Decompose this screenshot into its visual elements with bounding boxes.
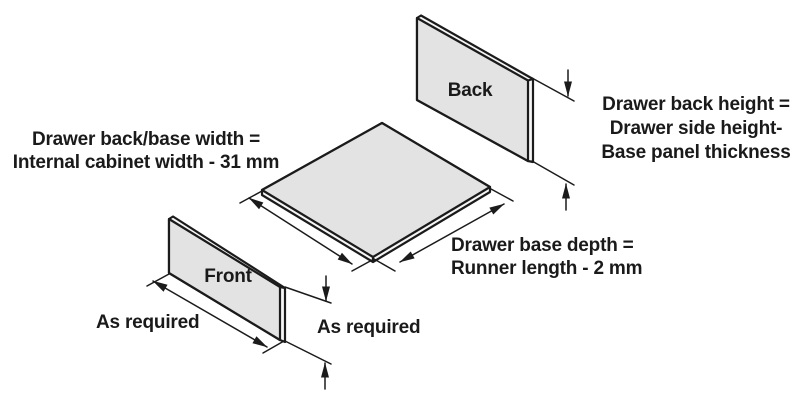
dimension-arrow [248,197,353,265]
extension-line [262,340,285,354]
front-height-note: As required [317,317,421,338]
dimension-arrow [399,203,505,263]
back-height-line2: Drawer side height- [609,118,783,139]
width-formula-line1: Drawer back/base width = [31,129,261,150]
width-formula-label: Drawer back/base width = Internal cabine… [0,128,292,174]
width-formula-line2: Internal cabinet width - 31 mm [12,152,280,173]
back-panel-corner-line [527,77,534,82]
extension-line [531,77,575,102]
base-depth-dimension [373,188,514,272]
extension-line [351,258,375,272]
dimension-arrow [152,280,268,348]
extension-line [284,340,332,365]
back-panel-face [415,16,530,163]
base-depth-line1: Drawer base depth = [451,235,634,256]
dimensions [146,69,575,390]
back-panel [415,14,535,164]
front-width-dimension [146,273,285,354]
back-height-formula-label: Drawer back height = Drawer side height-… [592,93,800,165]
extension-line [373,258,396,272]
base-depth-line2: Runner length - 2 mm [451,258,643,279]
back-height-dimension [531,69,575,211]
extension-line [531,160,575,186]
base-depth-formula-label: Drawer base depth = Runner length - 2 mm [451,234,642,280]
back-height-line3: Base panel thickness [601,142,791,163]
back-panel-label: Back [447,80,493,101]
front-panel-label: Front [204,266,252,287]
extension-line [239,190,263,204]
back-height-line1: Drawer back height = [602,94,790,115]
base-width-dimension [239,190,375,272]
front-width-note: As required [96,312,200,333]
front-panel-corner-line [279,285,286,290]
extension-line [284,286,332,304]
extension-line [490,188,514,202]
extension-line [146,273,170,287]
panels [167,14,535,344]
front-height-dimension [284,275,332,390]
